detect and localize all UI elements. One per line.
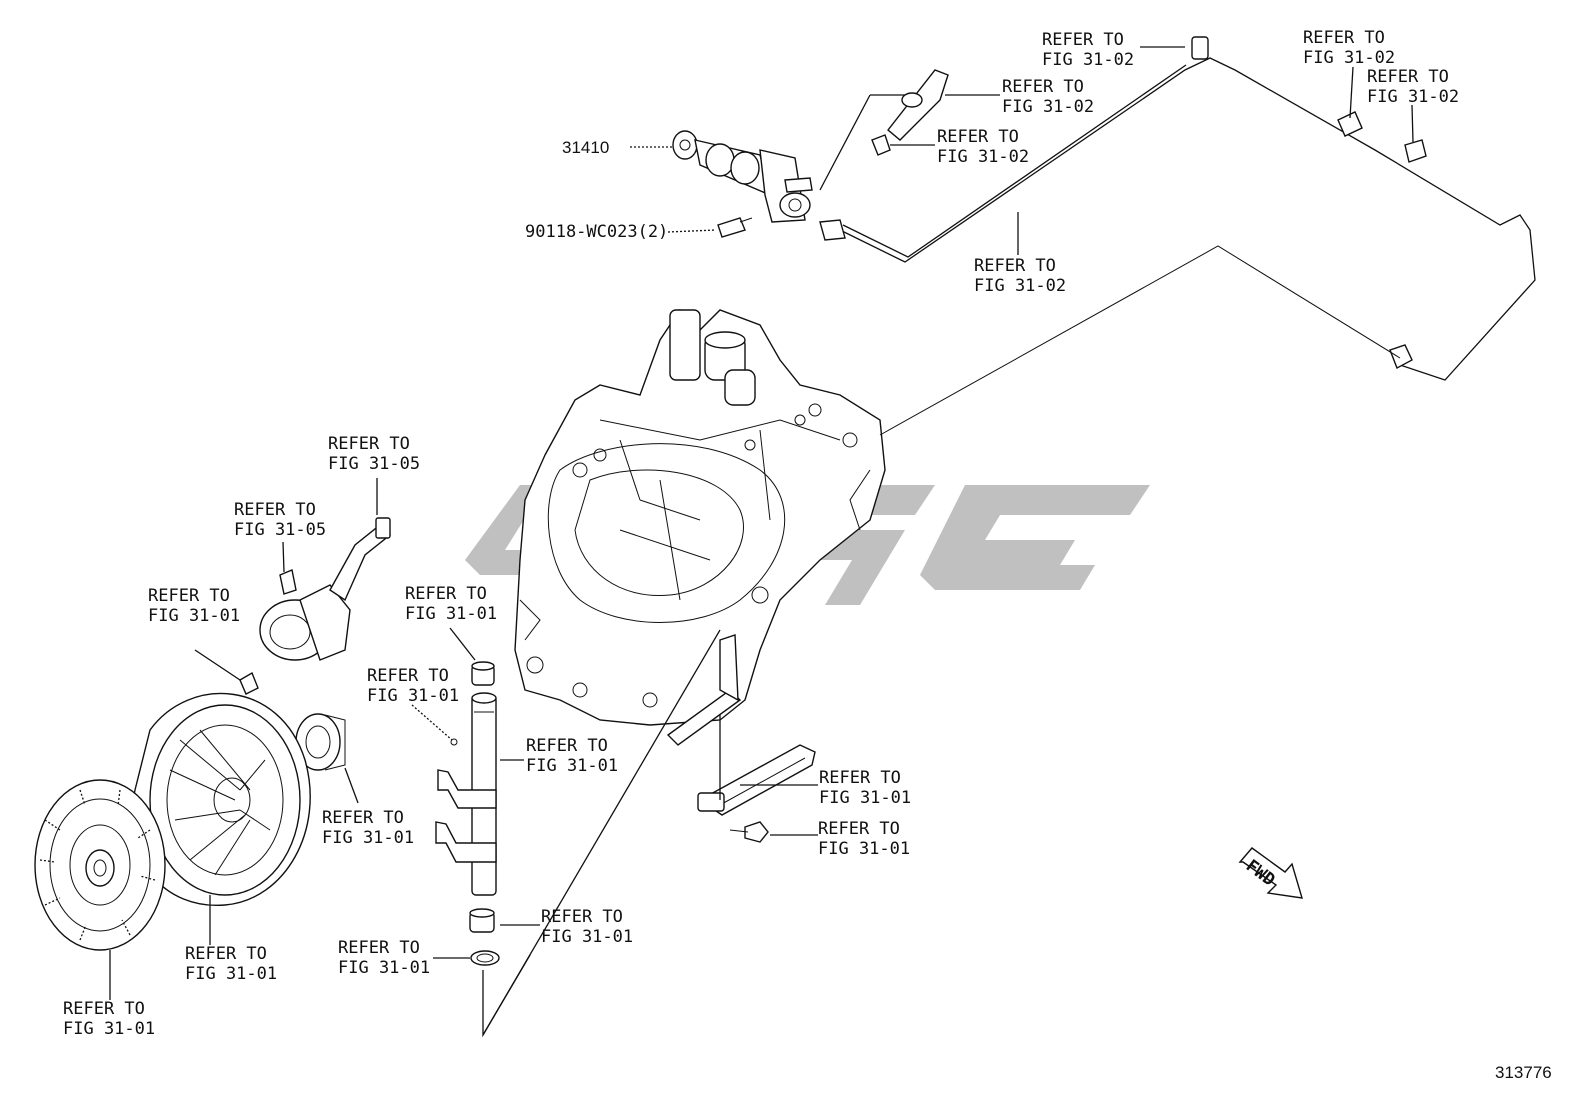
callout-line2: FIG 31-01	[148, 606, 240, 626]
fwd-arrow-icon: FWD	[1238, 847, 1303, 899]
master-cylinder	[672, 130, 813, 238]
callout-line2: FIG 31-01	[63, 1019, 155, 1039]
callout-line2: FIG 31-01	[405, 604, 497, 624]
callout-line1: REFER TO	[1303, 28, 1385, 48]
callout-line2: FIG 31-01	[367, 686, 459, 706]
callout-line2: FIG 31-02	[1367, 87, 1459, 107]
pipe-bracket	[871, 69, 949, 156]
part-number-bolt: 90118-WC023(2)	[525, 222, 668, 242]
callout-line1: REFER TO	[974, 256, 1056, 276]
callout-line2: FIG 31-02	[1042, 50, 1134, 70]
clutch-pipe	[819, 36, 1536, 436]
callout-line2: FIG 31-02	[1002, 97, 1094, 117]
callout-line2: FIG 31-01	[185, 964, 277, 984]
release-bearing	[295, 713, 346, 771]
callout-line1: REFER TO	[338, 938, 420, 958]
callout-line1: REFER TO	[63, 999, 145, 1019]
callout-line1: REFER TO	[937, 127, 1019, 147]
callout-line2: FIG 31-05	[328, 454, 420, 474]
callout-line1: REFER TO	[819, 768, 901, 788]
callout-line2: FIG 31-01	[526, 756, 618, 776]
part-number-31410: 31410	[562, 138, 609, 157]
callout-line1: REFER TO	[148, 586, 230, 606]
figure-number: 313776	[1495, 1063, 1552, 1082]
callout-line1: REFER TO	[818, 819, 900, 839]
callout-line1: REFER TO	[328, 434, 410, 454]
callout-line2: FIG 31-01	[338, 958, 430, 978]
callout-line2: FIG 31-01	[819, 788, 911, 808]
callout-line1: REFER TO	[322, 808, 404, 828]
callout-line1: REFER TO	[234, 500, 316, 520]
callout-line2: FIG 31-01	[322, 828, 414, 848]
callout-line1: REFER TO	[405, 584, 487, 604]
callout-line1: REFER TO	[367, 666, 449, 686]
shift-shaft	[435, 661, 500, 966]
callout-line2: FIG 31-02	[937, 147, 1029, 167]
callout-line1: REFER TO	[1367, 67, 1449, 87]
transaxle-housing	[514, 308, 886, 726]
release-fork	[666, 634, 816, 843]
callout-line2: FIG 31-02	[974, 276, 1066, 296]
callout-line1: REFER TO	[185, 944, 267, 964]
clutch-disc	[34, 779, 166, 951]
callout-line2: FIG 31-01	[541, 927, 633, 947]
callout-line1: REFER TO	[526, 736, 608, 756]
release-bearing-assembly	[239, 517, 392, 695]
leader-lines	[109, 46, 1414, 1038]
callout-line2: FIG 31-02	[1303, 48, 1395, 68]
callout-line1: REFER TO	[1042, 30, 1124, 50]
callout-line2: FIG 31-01	[818, 839, 910, 859]
callout-line1: REFER TO	[541, 907, 623, 927]
callout-line2: FIG 31-05	[234, 520, 326, 540]
callout-line1: REFER TO	[1002, 77, 1084, 97]
